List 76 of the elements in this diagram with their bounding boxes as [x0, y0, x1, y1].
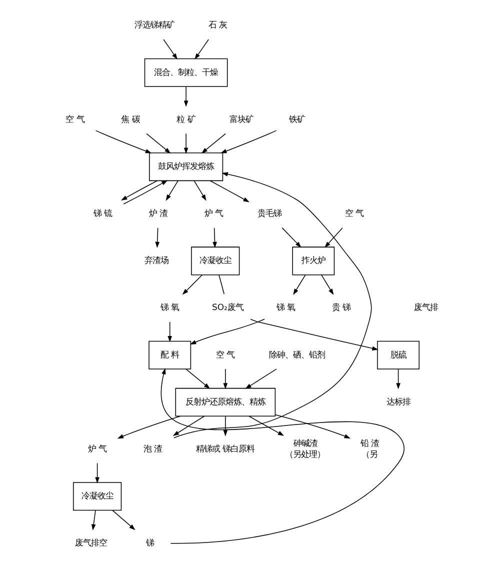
node-text: 锑 氧	[160, 302, 179, 312]
node-text: 达标排	[386, 396, 410, 406]
node-text: 炉 渣	[148, 208, 168, 218]
node-text: 锑 氧	[276, 302, 294, 312]
arrow	[248, 416, 284, 436]
arrow	[222, 368, 228, 390]
arrow	[281, 227, 301, 248]
arrow	[209, 180, 249, 202]
node-box: 混合、制粒、干燥	[144, 58, 228, 87]
node-text: 砷碱渣	[293, 438, 318, 448]
node-text: 富块矿	[229, 114, 254, 124]
node-text: 空 气	[65, 114, 84, 124]
node-label: （另	[361, 448, 378, 459]
arrow	[324, 227, 342, 248]
arrow	[146, 133, 170, 154]
arrow	[193, 180, 206, 201]
node-text: 锑 锍	[92, 208, 112, 218]
arrow	[183, 133, 188, 154]
arrow	[200, 133, 226, 154]
node-text: 炉 气	[87, 443, 106, 454]
node-box: 拃火炉	[292, 246, 334, 276]
node-label: （另处理）	[284, 448, 324, 459]
arrow	[189, 318, 264, 344]
arrow	[162, 39, 177, 60]
arrow	[250, 318, 378, 350]
arrow	[94, 462, 99, 484]
arrow	[396, 368, 400, 390]
arrow	[94, 130, 152, 154]
node-box: 脱硫	[376, 340, 420, 370]
arrow	[120, 180, 158, 201]
connector	[218, 274, 224, 294]
arrow	[172, 416, 204, 436]
arrow	[160, 368, 404, 544]
node-text: 除砷、硒、铅剂	[268, 349, 325, 360]
arrow	[194, 39, 208, 60]
arrow	[185, 368, 210, 389]
node-text: 石 灰	[208, 20, 227, 30]
arrow	[274, 414, 350, 439]
arrow	[167, 322, 172, 342]
arrow	[292, 274, 306, 295]
node-box: 反射炉还原熔炼、精炼	[174, 388, 276, 416]
node-box: 鼓风炉挥发熔炼	[148, 152, 223, 182]
node-box: 配 料	[148, 340, 191, 370]
node-text: 铅 渣	[360, 438, 379, 448]
node-text: 空 气	[344, 208, 364, 218]
node-text: 废气排	[414, 302, 438, 312]
arrow	[112, 510, 135, 530]
arrow	[154, 227, 160, 248]
node-text: 精锑或 锑白原料	[196, 443, 254, 454]
node-box: 冷凝收尘	[72, 482, 122, 511]
node-text: SO₂废气	[212, 302, 243, 312]
node-text: 废气排空	[74, 538, 107, 548]
node-text: 焦 碳	[120, 114, 140, 124]
node-text: 锑	[145, 538, 154, 548]
arrow	[183, 86, 188, 107]
node-text: 粒 矿	[176, 114, 195, 124]
node-text: 贵 锑	[331, 302, 350, 312]
arrow	[116, 416, 180, 439]
arrow	[165, 180, 178, 201]
arrow	[212, 227, 216, 248]
node-text: 铁矿	[288, 114, 305, 124]
arrow	[182, 274, 202, 295]
node-text: 炉 气	[204, 208, 223, 218]
arrow	[220, 130, 276, 154]
arrow	[122, 180, 168, 204]
arrow	[244, 368, 276, 389]
arrow	[90, 510, 96, 530]
node-text: 贵毛锑	[256, 208, 281, 218]
node-text: 浮选锑精矿	[134, 20, 174, 30]
node-text: 空 气	[216, 349, 234, 360]
arrow	[222, 416, 228, 436]
arrow	[173, 172, 372, 438]
arrow	[320, 274, 334, 295]
node-text: 弃渣场	[144, 255, 168, 266]
node-box: 冷凝收尘	[190, 246, 240, 276]
node-text: 泡 渣	[143, 443, 162, 454]
